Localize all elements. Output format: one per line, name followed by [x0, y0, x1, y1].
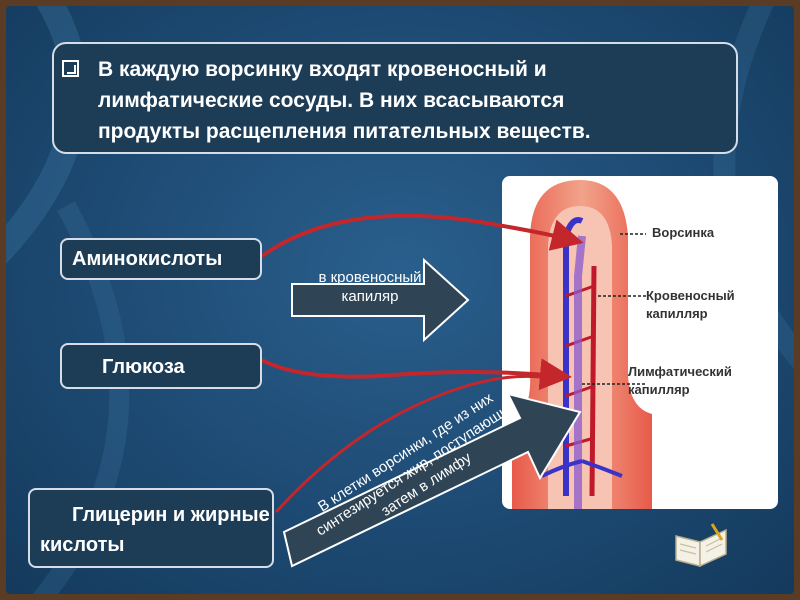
glucose-label: Глюкоза: [102, 356, 185, 378]
title-line-2: лимфатические сосуды. В них всасываются: [98, 89, 565, 112]
title-text: В каждую ворсинку входят кровеносный и л…: [98, 54, 718, 147]
arrow-label-blood: в кровеносный капиляр: [318, 269, 422, 305]
glycerin-fatty-acids-box: Глицерин и жирные кислоты: [28, 488, 274, 568]
checkbox-bullet-icon: [62, 60, 79, 77]
glycerin-fatty-acids-label: Глицерин и жирные кислоты: [40, 504, 270, 556]
amino-acids-label: Аминокислоты: [72, 248, 223, 270]
label-villus: Ворсинка: [652, 225, 715, 240]
open-book-icon: [675, 523, 727, 568]
title-line-3: продукты расщепления питательных веществ…: [98, 120, 591, 143]
title-line-1: В каждую ворсинку входят кровеносный и: [98, 58, 547, 81]
amino-acids-box: Аминокислоты: [60, 238, 262, 280]
label-blood-capillary: Кровеносный капилляр: [646, 288, 735, 321]
title-box: В каждую ворсинку входят кровеносный и л…: [52, 42, 738, 154]
label-lymph-capillary: Лимфатический капилляр: [628, 364, 732, 397]
glucose-box: Глюкоза: [60, 343, 262, 389]
